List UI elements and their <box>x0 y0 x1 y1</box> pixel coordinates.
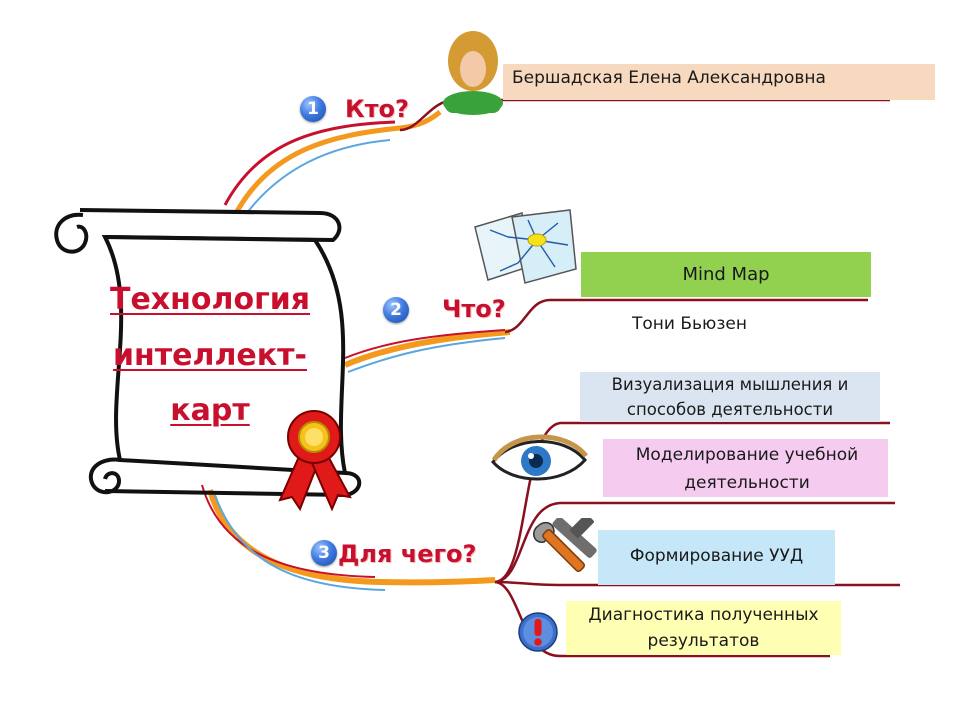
branch-1-line-red <box>223 120 396 206</box>
branch-2-line-blue <box>347 337 506 373</box>
mindmap-box <box>581 252 871 297</box>
visualization-box <box>580 372 880 422</box>
scroll-shape <box>54 208 362 498</box>
center-title-line-1: Технология <box>110 282 311 317</box>
branch-2-line-orange <box>343 329 511 368</box>
branch-3-connector-3 <box>494 580 900 587</box>
exclamation-icon <box>518 612 558 652</box>
branch-3-number: 3 <box>311 540 337 566</box>
visualization-box-label: Визуализация мышления и способов деятель… <box>611 375 849 419</box>
branch-1-line-orange <box>232 110 442 217</box>
branch-3-question: Для чего? <box>338 540 477 568</box>
branch-2-number: 2 <box>383 297 409 323</box>
who-box-label: Бершадская Елена Александровна <box>512 68 826 88</box>
center-title-line-2: интеллект- <box>113 338 307 373</box>
mind-map-sketch-icon <box>474 209 577 284</box>
modeling-box <box>603 439 888 497</box>
branch-2-line-red <box>344 329 506 359</box>
center-title-line-3: карт <box>170 393 250 428</box>
branch-3-line-orange <box>207 489 496 586</box>
branch-1-line-blue <box>239 139 391 223</box>
diagnostics-box <box>566 601 841 655</box>
branch-1-number: 1 <box>300 96 326 122</box>
branch-3-connector-1 <box>494 421 890 584</box>
branch-3-connector-2 <box>494 501 895 584</box>
tony-buzan-label: Тони Бьюзен <box>632 314 747 334</box>
award-ribbon-icon <box>278 410 352 512</box>
branch-2-connector <box>504 298 868 334</box>
branch-2-question: Что? <box>442 295 506 323</box>
branch-3-line-red <box>201 484 376 578</box>
who-box <box>503 64 935 100</box>
person-icon <box>443 31 503 115</box>
tools-icon <box>533 518 597 573</box>
eye-icon <box>491 434 588 481</box>
diagnostics-box-label: Диагностика полученных результатов <box>588 605 819 651</box>
mindmap-box-label: Mind Map <box>682 264 770 285</box>
uud-box-label: Формирование УУД <box>629 546 804 566</box>
uud-box <box>598 530 835 585</box>
branch-3-line-blue <box>214 494 386 591</box>
modeling-box-label: Моделирование учебной деятельности <box>635 445 859 493</box>
branch-1-question: Кто? <box>345 95 409 123</box>
